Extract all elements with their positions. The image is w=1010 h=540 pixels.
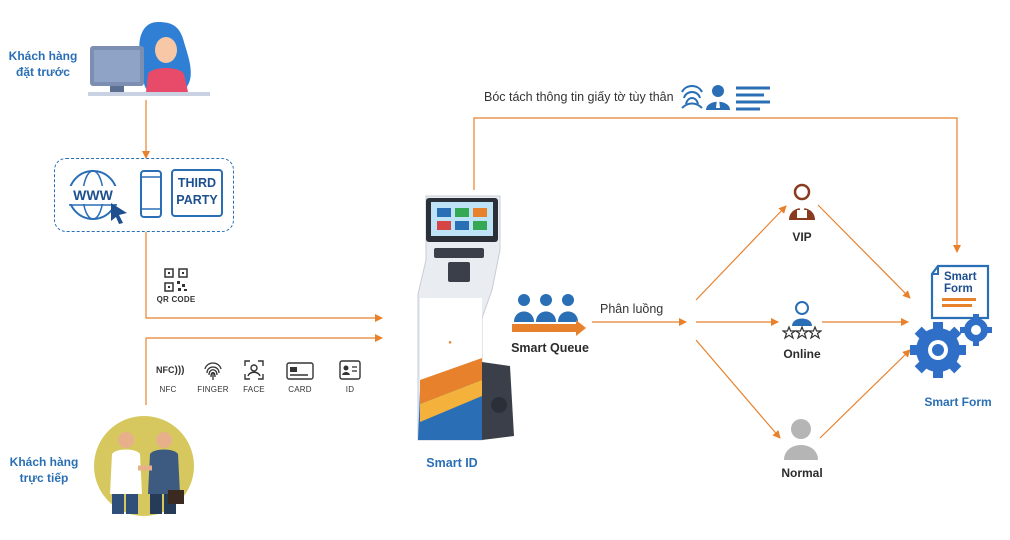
queue-vip-label: VIP — [792, 230, 812, 244]
id-method-nfc: NFC — [159, 385, 177, 394]
qr-code-icon — [164, 268, 188, 292]
smart-queue-icon — [512, 294, 586, 336]
card-icon — [286, 362, 314, 380]
id-method-id: ID — [345, 385, 355, 394]
smart-queue-label: Smart Queue — [511, 341, 589, 355]
www-icon: WWW — [63, 170, 127, 224]
id-card-icon — [339, 360, 361, 380]
walk-in-customer-label: Khách hàng trực tiếp — [4, 454, 84, 486]
svg-text:●: ● — [448, 340, 452, 346]
third-party-line-1: THIRD — [177, 176, 217, 190]
nfc-glyph: NFC — [156, 365, 175, 375]
id-method-card: CARD — [288, 385, 312, 394]
normal-person-icon — [784, 419, 818, 460]
arrow-to-vip — [695, 205, 787, 301]
id-method-face: FACE — [243, 385, 265, 394]
smart-form-label: Smart Form — [924, 395, 992, 409]
arrow-extraction-to-form — [473, 117, 961, 253]
pre-booked-line-2: đặt trước — [16, 65, 70, 79]
fingerprint-extraction-icon — [681, 85, 703, 109]
id-method-finger: FINGER — [197, 385, 229, 394]
pre-booked-customer-label: Khách hàng đặt trước — [4, 48, 82, 80]
online-person-icon — [782, 301, 822, 340]
walk-in-customer-illustration — [94, 416, 194, 516]
form-title-line-2: Form — [944, 283, 973, 295]
online-customer-illustration — [88, 22, 210, 96]
walk-in-line-2: trực tiếp — [19, 471, 69, 485]
form-title-line-1: Smart — [944, 271, 977, 283]
pre-booked-line-1: Khách hàng — [8, 49, 78, 63]
smart-id-label: Smart ID — [426, 456, 478, 470]
arrow-channels-to-kiosk — [145, 232, 383, 322]
vip-person-icon — [789, 183, 815, 220]
third-party-badge: THIRD PARTY — [171, 169, 223, 217]
id-extraction-label: Bóc tách thông tin giấy tờ tùy thân — [484, 90, 674, 104]
form-document-title: Smart Form — [944, 271, 992, 295]
smart-id-kiosk-illustration: ● — [417, 195, 514, 441]
walk-in-line-1: Khách hàng — [9, 455, 79, 469]
arrow-normal-to-form — [819, 349, 911, 439]
face-scan-icon — [244, 360, 264, 380]
arrow-vip-to-form — [817, 204, 911, 299]
third-party-line-2: PARTY — [176, 193, 218, 207]
mobile-phone-icon — [140, 170, 162, 218]
routing-label: Phân luồng — [600, 302, 664, 316]
arrow-to-normal — [695, 339, 781, 439]
smart-form-graphic: Smart Form — [910, 262, 992, 380]
person-id-icon — [706, 85, 730, 110]
nfc-icon: NFC))) — [156, 365, 185, 376]
id-extraction-icons — [681, 85, 770, 111]
form-document-icon — [930, 264, 990, 320]
qr-code-label: QR CODE — [156, 295, 196, 304]
queue-online-label: Online — [783, 347, 821, 361]
queue-normal-label: Normal — [781, 466, 823, 480]
text-lines-icon — [736, 86, 770, 111]
fingerprint-icon — [204, 362, 222, 380]
gear-icon — [910, 314, 992, 378]
booking-channels-box: WWW THIRD PARTY — [54, 158, 234, 232]
www-text: WWW — [73, 187, 113, 203]
